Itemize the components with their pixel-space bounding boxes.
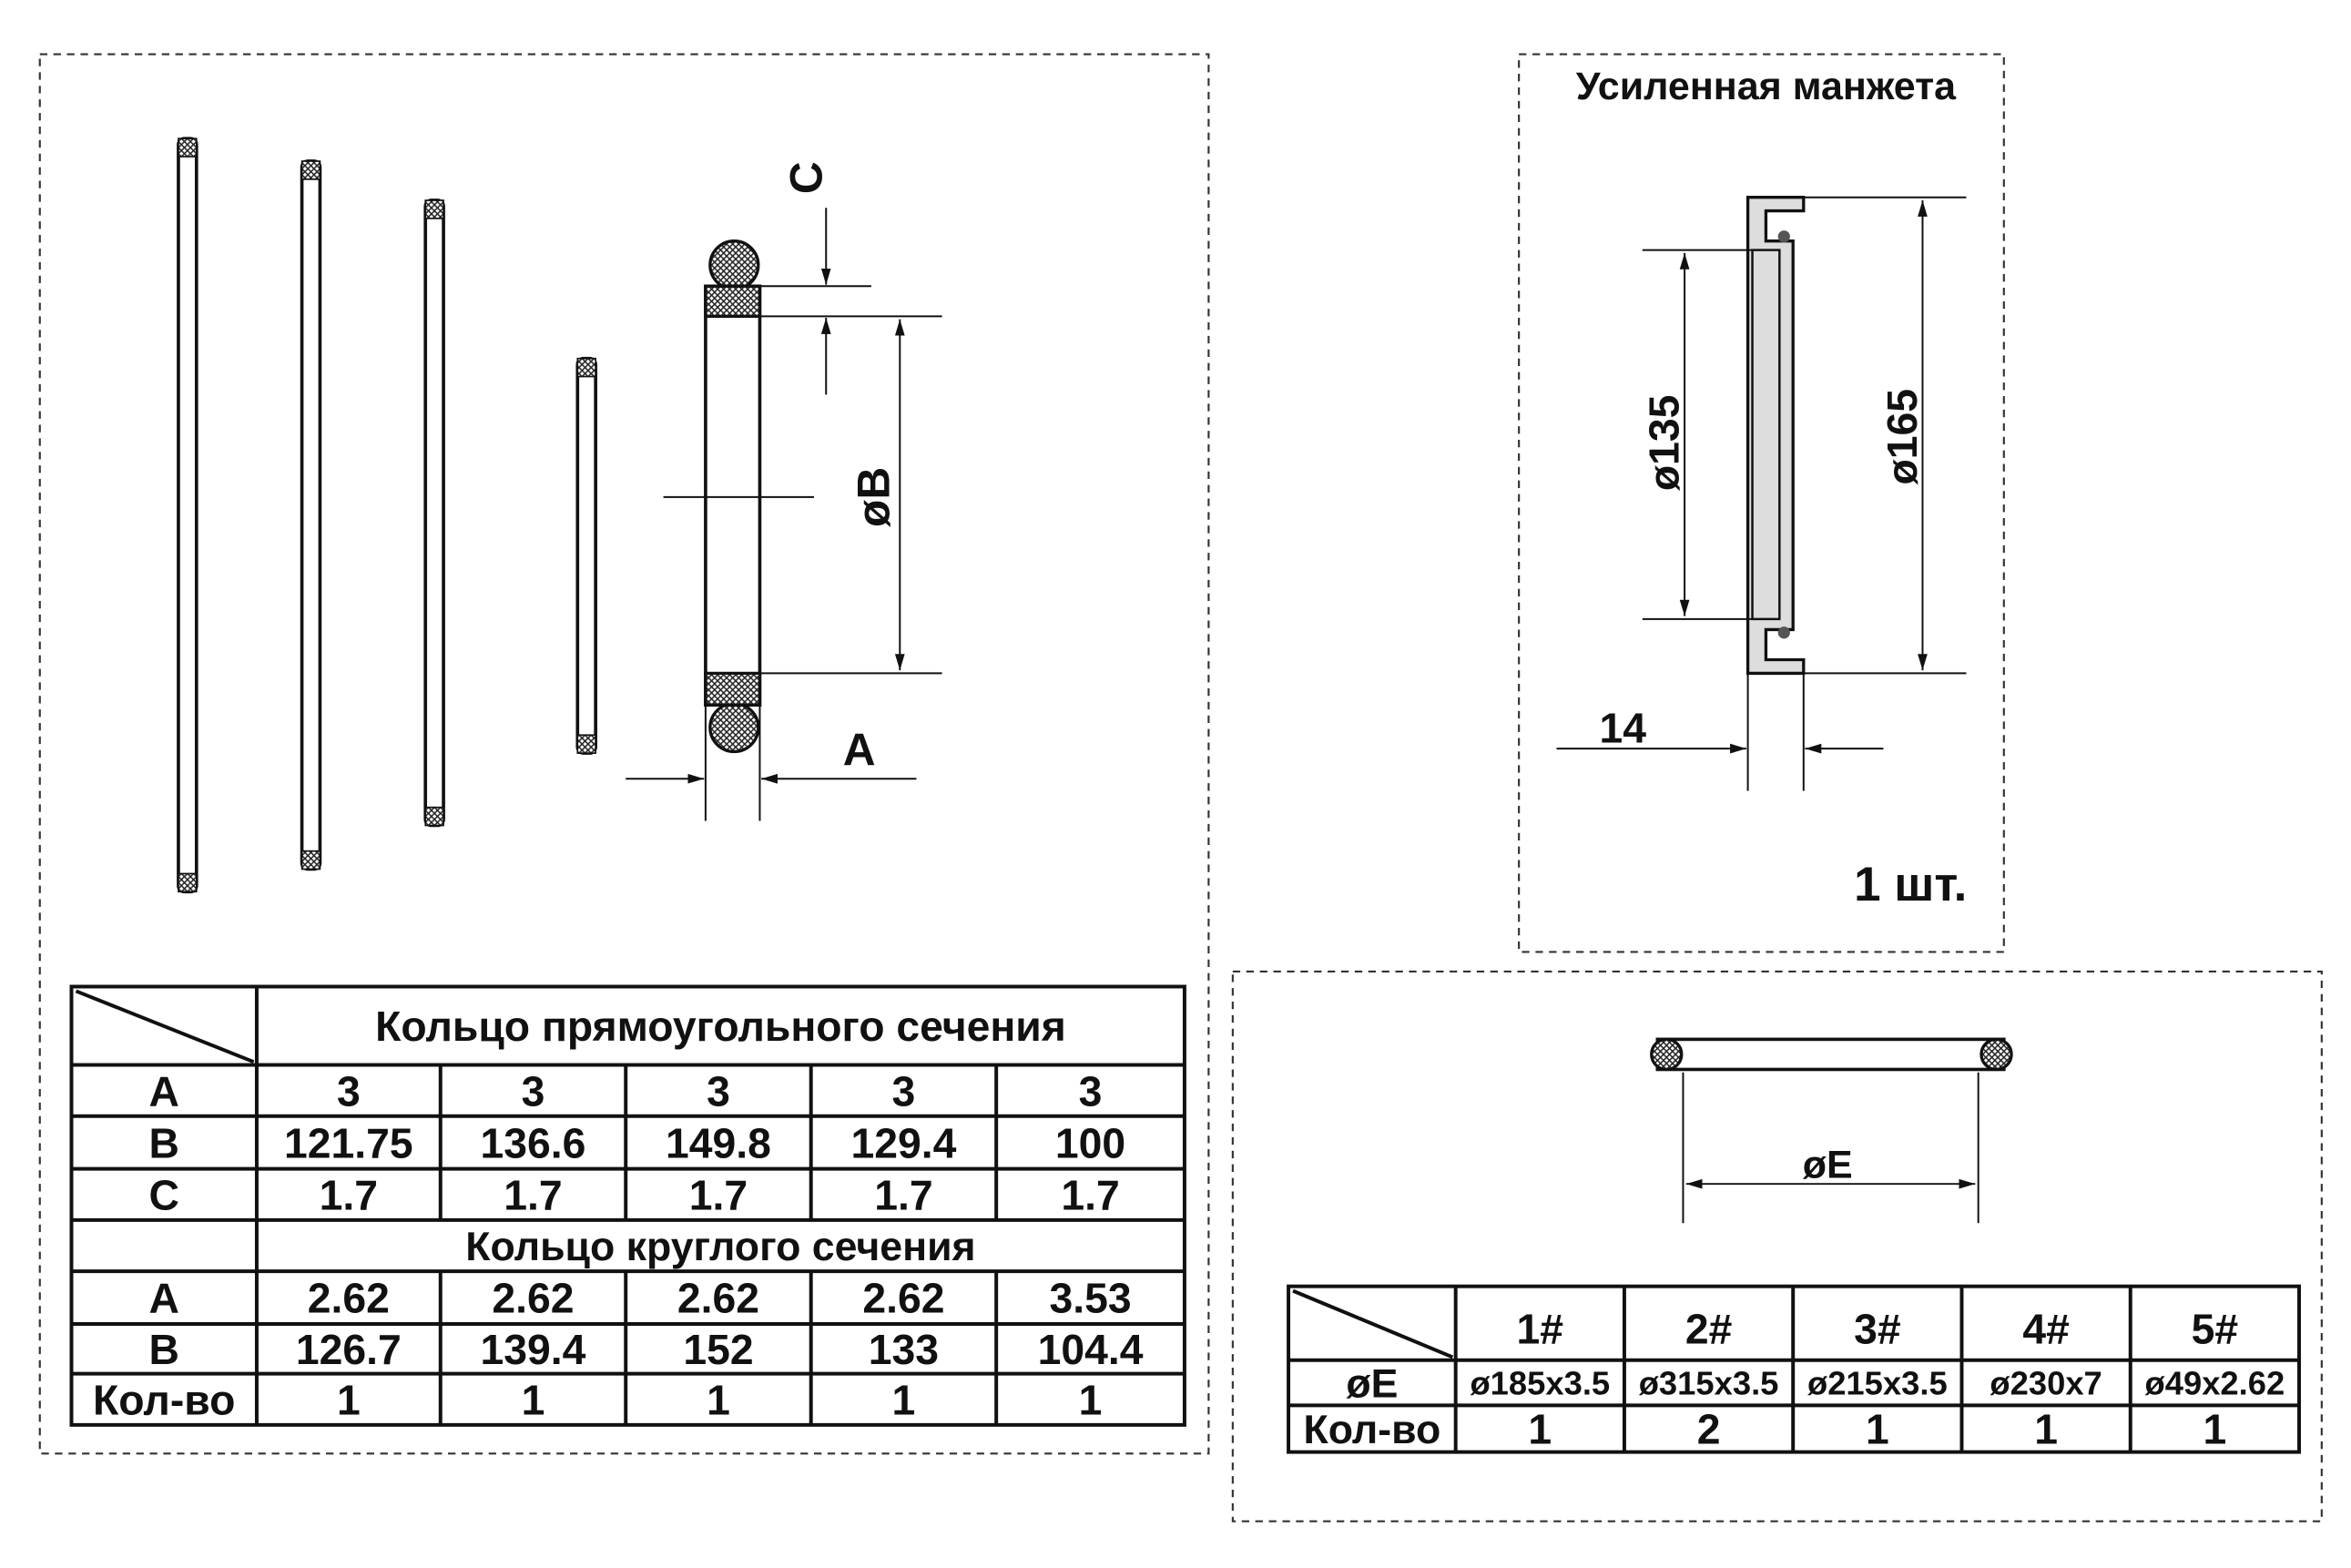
cuff-panel: Усиленная манжета ø165 ø135 14 1 шт.	[1518, 53, 2005, 953]
table-corner-diagonal	[1292, 1288, 1454, 1359]
row-label: Кол-во	[1303, 1408, 1440, 1452]
ring-3	[423, 199, 445, 828]
table-cell: 3	[1079, 1067, 1103, 1115]
table-cell: 1	[892, 1376, 916, 1423]
table-cell: ø49x2.62	[2145, 1365, 2285, 1402]
table-cell: 1.7	[1061, 1171, 1119, 1218]
table-section-title: Кольцо прямоугольного сечения	[375, 1003, 1066, 1050]
ring-1	[177, 137, 198, 894]
table-cell: 1.7	[874, 1171, 932, 1218]
row-label: A	[149, 1275, 179, 1322]
table-cell: 1	[522, 1376, 545, 1423]
row-label: C	[149, 1171, 179, 1218]
column-header: 3#	[1854, 1306, 1901, 1353]
table-cell: 1	[2034, 1406, 2058, 1453]
table-section-title: Кольцо круглого сечения	[465, 1225, 975, 1269]
dim-width: 14	[1600, 705, 1647, 752]
cuff-section-drawing: ø165 ø135 14	[1556, 196, 1967, 791]
dim-label-e: øE	[1803, 1144, 1853, 1187]
table-cell: 2.62	[862, 1275, 944, 1322]
table-cell: 1	[1866, 1406, 1889, 1453]
table-cell: 1	[1079, 1376, 1103, 1423]
dim-label-a: A	[843, 724, 876, 775]
ring-2	[300, 159, 322, 871]
table-cell: 133	[869, 1326, 939, 1373]
table-cell: 3.53	[1049, 1275, 1131, 1322]
table-cell: 1	[707, 1376, 730, 1423]
table-border	[69, 984, 1186, 1427]
table-cell: 121.75	[284, 1119, 413, 1166]
ring-section-view: øB C A	[626, 161, 942, 821]
cuff-quantity: 1 шт.	[1854, 858, 1967, 911]
table-cell: 3	[522, 1067, 545, 1115]
table-cell: 104.4	[1038, 1326, 1144, 1373]
panel-border	[1231, 970, 2323, 1522]
dim-inner-diameter: ø135	[1640, 395, 1687, 492]
table-cell: 2	[1697, 1406, 1721, 1453]
table-cell: ø230x7	[1990, 1365, 2102, 1402]
table-cell: 1.7	[689, 1171, 748, 1218]
dim-label-c: C	[780, 161, 831, 194]
table-corner-diagonal	[75, 989, 255, 1064]
table-cell: 149.8	[666, 1119, 771, 1166]
table-cell: 3	[892, 1067, 916, 1115]
table-cell: 3	[337, 1067, 361, 1115]
table-cell: 100	[1055, 1119, 1125, 1166]
table-cell: ø215x3.5	[1807, 1365, 1948, 1402]
table-cell: ø185x3.5	[1470, 1365, 1610, 1402]
table-cell: 126.7	[296, 1326, 402, 1373]
table-cell: 1.7	[320, 1171, 378, 1218]
panel-border	[38, 53, 1210, 1455]
row-label: A	[149, 1067, 179, 1115]
dim-outer-diameter: ø165	[1878, 389, 1926, 485]
oring-drawing: øE	[1650, 1037, 2013, 1224]
row-label: øE	[1346, 1362, 1398, 1407]
column-header: 4#	[2022, 1306, 2070, 1353]
row-label: Кол-во	[93, 1376, 235, 1423]
table-cell: 1.7	[504, 1171, 562, 1218]
column-header: 1#	[1517, 1306, 1564, 1353]
oring-panel: øE 1# 2# 3# 4# 5# øE ø185x3.5 ø315x3.5 ø215x3.5 ø…	[1231, 970, 2323, 1522]
table-cell: ø315x3.5	[1639, 1365, 1779, 1402]
table-cell: 1	[337, 1376, 361, 1423]
table-cell: 136.6	[481, 1119, 586, 1166]
cuff-title: Усиленная манжета	[1576, 65, 1957, 108]
column-header: 5#	[2192, 1306, 2239, 1353]
table-cell: 2.62	[308, 1275, 390, 1322]
dim-label-b: øB	[849, 467, 900, 527]
table-cell: 3	[707, 1067, 730, 1115]
ring-4	[575, 356, 597, 755]
ring-side-views	[177, 137, 597, 894]
row-label: B	[149, 1119, 179, 1166]
oring-table: 1# 2# 3# 4# 5# øE ø185x3.5 ø315x3.5 ø215x3.5 ø230…	[1287, 1284, 2302, 1454]
table-cell: 129.4	[850, 1119, 956, 1166]
table-cell: 152	[683, 1326, 753, 1373]
table-cell: 2.62	[677, 1275, 759, 1322]
table-cell: 139.4	[481, 1326, 586, 1373]
column-header: 2#	[1685, 1306, 1733, 1353]
table-cell: 1	[2203, 1406, 2227, 1453]
table-cell: 1	[1528, 1406, 1552, 1453]
table-cell: 2.62	[492, 1275, 574, 1322]
row-label: B	[149, 1326, 179, 1373]
